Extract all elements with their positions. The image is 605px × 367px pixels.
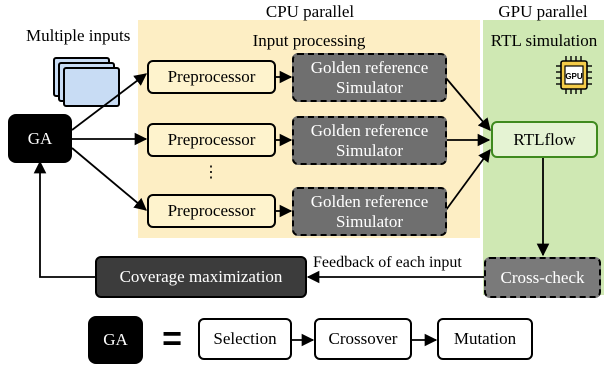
preprocessor-box-1: Preprocessor xyxy=(147,60,276,94)
preprocessor-label: Preprocessor xyxy=(167,201,256,221)
arrow-coverage-to-ga xyxy=(33,160,95,278)
golden-line2: Simulator xyxy=(335,211,404,231)
arrow-ga-to-pre-3 xyxy=(71,147,147,211)
ga-legend-label: GA xyxy=(103,330,128,350)
golden-line2: Simulator xyxy=(335,77,404,97)
selection-box: Selection xyxy=(198,318,292,360)
crossover-label: Crossover xyxy=(328,329,398,349)
golden-line2: Simulator xyxy=(335,140,404,160)
arrow-golden-3-to-rtlflow xyxy=(445,148,491,211)
preprocessor-box-2: Preprocessor xyxy=(147,123,276,157)
mutation-box: Mutation xyxy=(437,318,533,360)
golden-line1: Golden reference xyxy=(310,121,429,141)
preprocessor-label: Preprocessor xyxy=(167,67,256,87)
crossover-box: Crossover xyxy=(314,318,412,360)
rtlflow-label: RTLflow xyxy=(513,129,576,149)
coverage-maximization-label: Coverage maximization xyxy=(119,267,283,287)
preprocessor-label: Preprocessor xyxy=(167,130,256,150)
cross-check-label: Cross-check xyxy=(500,267,585,287)
rtl-simulation-label: RTL simulation xyxy=(490,31,598,50)
golden-line1: Golden reference xyxy=(310,192,429,212)
cpu-parallel-label: CPU parallel xyxy=(265,2,355,21)
coverage-maximization-box: Coverage maximization xyxy=(95,256,307,298)
multiple-inputs-label: Multiple inputs xyxy=(26,26,131,45)
ga-node: GA xyxy=(8,114,72,163)
arrow-ga-to-pre-1 xyxy=(71,73,148,131)
arrow-golden-1-to-rtlflow xyxy=(445,77,491,131)
cross-check-box: Cross-check xyxy=(484,257,601,298)
equals-sign: = xyxy=(158,319,186,358)
ga-legend-node: GA xyxy=(88,316,143,364)
input-processing-label: Input processing xyxy=(252,31,366,50)
selection-label: Selection xyxy=(213,329,277,349)
gpu-parallel-label: GPU parallel xyxy=(498,2,588,21)
equals-label: = xyxy=(162,319,182,358)
ga-node-label: GA xyxy=(27,128,53,148)
mutation-label: Mutation xyxy=(453,329,517,349)
vertical-ellipsis: ⋮ xyxy=(203,164,219,181)
golden-line1: Golden reference xyxy=(310,58,429,78)
rtlflow-box: RTLflow xyxy=(491,121,598,158)
feedback-label: Feedback of each input xyxy=(313,254,462,271)
preprocessor-box-3: Preprocessor xyxy=(147,194,276,228)
